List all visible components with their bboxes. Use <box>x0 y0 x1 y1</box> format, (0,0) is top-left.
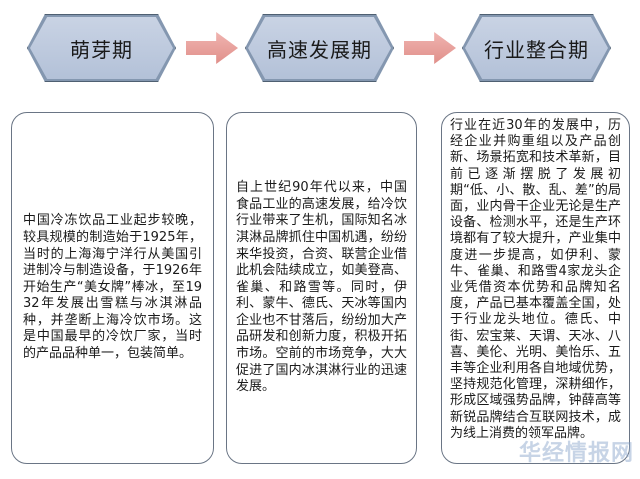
stage-budding: 萌芽期 <box>27 14 176 82</box>
stage-rapid-growth: 高速发展期 <box>245 14 394 82</box>
stage-label: 行业整合期 <box>484 37 589 62</box>
card-text: 中国冷冻饮品工业起步较晚，较具规模的制造始于1925年，当时的上海海宁洋行从美国… <box>23 213 202 362</box>
right-arrow-icon <box>404 32 456 64</box>
watermark: 华经情报网 <box>518 441 634 466</box>
stage-consolidation: 行业整合期 <box>462 14 611 82</box>
stage-label: 高速发展期 <box>267 37 372 62</box>
card-text: 自上世纪90年代以来，中国食品工业的高速发展，给冷饮行业带来了生机，国际知名冰淇… <box>236 180 407 395</box>
card-text: 行业在近30年的发展中，历经企业并购重组以及产品创新、场景拓宽和技术革新，目前已… <box>450 118 621 441</box>
stage-description-card: 行业在近30年的发展中，历经企业并购重组以及产品创新、场景拓宽和技术革新，目前已… <box>441 112 630 464</box>
stage-description-card: 中国冷冻饮品工业起步较晚，较具规模的制造始于1925年，当时的上海海宁洋行从美国… <box>11 112 214 464</box>
stage-label: 萌芽期 <box>70 37 133 62</box>
stage-description-card: 自上世纪90年代以来，中国食品工业的高速发展，给冷饮行业带来了生机，国际知名冰淇… <box>226 112 417 464</box>
right-arrow-icon <box>186 32 238 64</box>
